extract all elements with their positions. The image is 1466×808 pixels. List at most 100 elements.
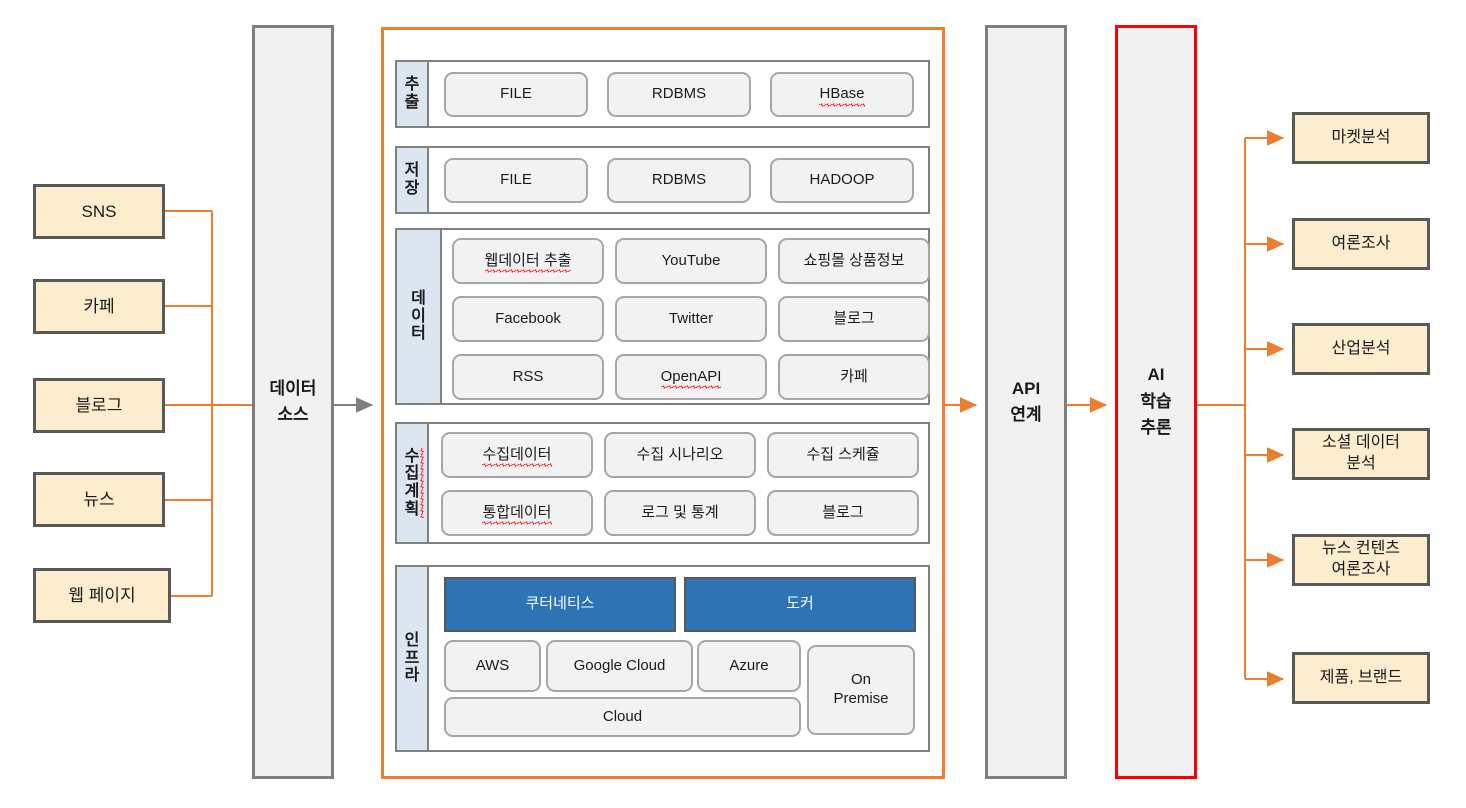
source-label: 뉴스: [83, 489, 115, 509]
pillar-label: API 연계: [1010, 378, 1042, 424]
chip-label: OpenAPI: [660, 367, 722, 390]
output-box-public-opinion-survey[interactable]: 여론조사: [1292, 218, 1430, 270]
chip-label: 쿠터네티스: [525, 595, 595, 613]
output-label: 산업분석: [1331, 339, 1391, 357]
chip-blog[interactable]: 블로그: [778, 296, 930, 342]
source-box-blog[interactable]: 블로그: [33, 378, 165, 433]
source-box-news[interactable]: 뉴스: [33, 472, 165, 527]
output-label: 소셜 데이터 분석: [1321, 434, 1401, 472]
source-box-sns[interactable]: SNS: [33, 184, 165, 239]
chip-twitter[interactable]: Twitter: [615, 296, 767, 342]
output-label: 뉴스 컨텐츠 여론조사: [1321, 540, 1401, 578]
chip-cafe[interactable]: 카페: [778, 354, 930, 400]
source-label: 카페: [83, 296, 115, 316]
chip-integrated-data[interactable]: 통합데이터: [441, 490, 593, 536]
output-connectors: [1197, 130, 1285, 687]
source-connectors: [165, 210, 252, 597]
chip-label: On Premise: [833, 671, 889, 707]
chip-label: 쇼핑몰 상품정보: [803, 251, 905, 269]
chip-google-cloud[interactable]: Google Cloud: [546, 640, 693, 692]
chip-label: RSS: [512, 367, 544, 385]
chip-rdbms[interactable]: RDBMS: [607, 158, 751, 203]
chip-label: 로그 및 통계: [641, 503, 719, 521]
chip-label: 통합데이터: [482, 503, 552, 526]
chip-label: RDBMS: [651, 171, 707, 189]
chip-label: HADOOP: [809, 171, 875, 189]
chip-label: Twitter: [668, 309, 714, 327]
chip-label: AWS: [475, 656, 510, 674]
chip-blog[interactable]: 블로그: [767, 490, 919, 536]
pillar-label: 데이터 소스: [269, 378, 317, 424]
source-label: 블로그: [75, 395, 123, 415]
source-label: 웹 페이지: [68, 585, 136, 605]
chip-aws[interactable]: AWS: [444, 640, 541, 692]
chip-label: Facebook: [495, 309, 561, 327]
chip-label: FILE: [500, 85, 532, 103]
pillar-ai-training-inference[interactable]: AI 학습 추론: [1115, 25, 1197, 779]
section-body-storage: FILE RDBMS HADOOP: [429, 148, 928, 212]
chip-collected-data[interactable]: 수집데이터: [441, 432, 593, 478]
chip-collection-schedule[interactable]: 수집 스케쥴: [767, 432, 919, 478]
chip-rss[interactable]: RSS: [452, 354, 604, 400]
chip-label: Cloud: [602, 707, 643, 725]
output-box-news-content-opinion-survey[interactable]: 뉴스 컨텐츠 여론조사: [1292, 534, 1430, 586]
section-body-infra: 쿠터네티스 도커 AWS Google Cloud Azure On Premi…: [429, 567, 928, 750]
section-body-collection-plan: 수집데이터 수집 시나리오 수집 스케쥴 통합데이터 로그 및 통계 블로그: [429, 424, 928, 542]
chip-azure[interactable]: Azure: [697, 640, 801, 692]
chip-collection-scenario[interactable]: 수집 시나리오: [604, 432, 756, 478]
chip-label: 수집 시나리오: [636, 445, 724, 463]
chip-web-data-extract[interactable]: 웹데이터 추출: [452, 238, 604, 284]
chip-label: Azure: [729, 656, 769, 674]
output-label: 여론조사: [1331, 234, 1391, 252]
chip-openapi[interactable]: OpenAPI: [615, 354, 767, 400]
chip-label: FILE: [500, 171, 532, 189]
chip-cloud[interactable]: Cloud: [444, 697, 801, 737]
chip-log-and-stats[interactable]: 로그 및 통계: [604, 490, 756, 536]
pillar-label: AI 학습 추론: [1140, 365, 1172, 438]
source-label: SNS: [81, 201, 117, 221]
chip-label: 수집데이터: [482, 445, 552, 468]
output-box-product-brand[interactable]: 제품, 브랜드: [1292, 652, 1430, 704]
output-box-market-analysis[interactable]: 마켓분석: [1292, 112, 1430, 164]
output-box-social-data-analysis[interactable]: 소셜 데이터 분석: [1292, 428, 1430, 480]
chip-label: Google Cloud: [573, 656, 666, 674]
chip-docker[interactable]: 도커: [684, 577, 916, 632]
chip-label: 수집 스케쥴: [806, 445, 880, 463]
chip-kubernetes[interactable]: 쿠터네티스: [444, 577, 676, 632]
output-box-industry-analysis[interactable]: 산업분석: [1292, 323, 1430, 375]
chip-label: 블로그: [822, 503, 864, 521]
chip-label: 블로그: [833, 309, 875, 327]
chip-file[interactable]: FILE: [444, 158, 588, 203]
chip-label: 웹데이터 추출: [484, 251, 572, 274]
chip-label: 도커: [786, 595, 814, 613]
chip-youtube[interactable]: YouTube: [615, 238, 767, 284]
chip-rdbms[interactable]: RDBMS: [607, 72, 751, 117]
chip-facebook[interactable]: Facebook: [452, 296, 604, 342]
section-body-data: 웹데이터 추출 YouTube 쇼핑몰 상품정보 Facebook Twitte…: [442, 230, 930, 403]
source-box-webpage[interactable]: 웹 페이지: [33, 568, 171, 623]
chip-hadoop[interactable]: HADOOP: [770, 158, 914, 203]
output-label: 제품, 브랜드: [1319, 668, 1403, 686]
pillar-api-integration[interactable]: API 연계: [985, 25, 1067, 779]
chip-file[interactable]: FILE: [444, 72, 588, 117]
chip-on-premise[interactable]: On Premise: [807, 645, 915, 735]
pillar-data-source[interactable]: 데이터 소스: [252, 25, 334, 779]
source-box-cafe[interactable]: 카페: [33, 279, 165, 334]
chip-shopping-mall-product-info[interactable]: 쇼핑몰 상품정보: [778, 238, 930, 284]
chip-hbase[interactable]: HBase: [770, 72, 914, 117]
chip-label: HBase: [819, 85, 865, 107]
